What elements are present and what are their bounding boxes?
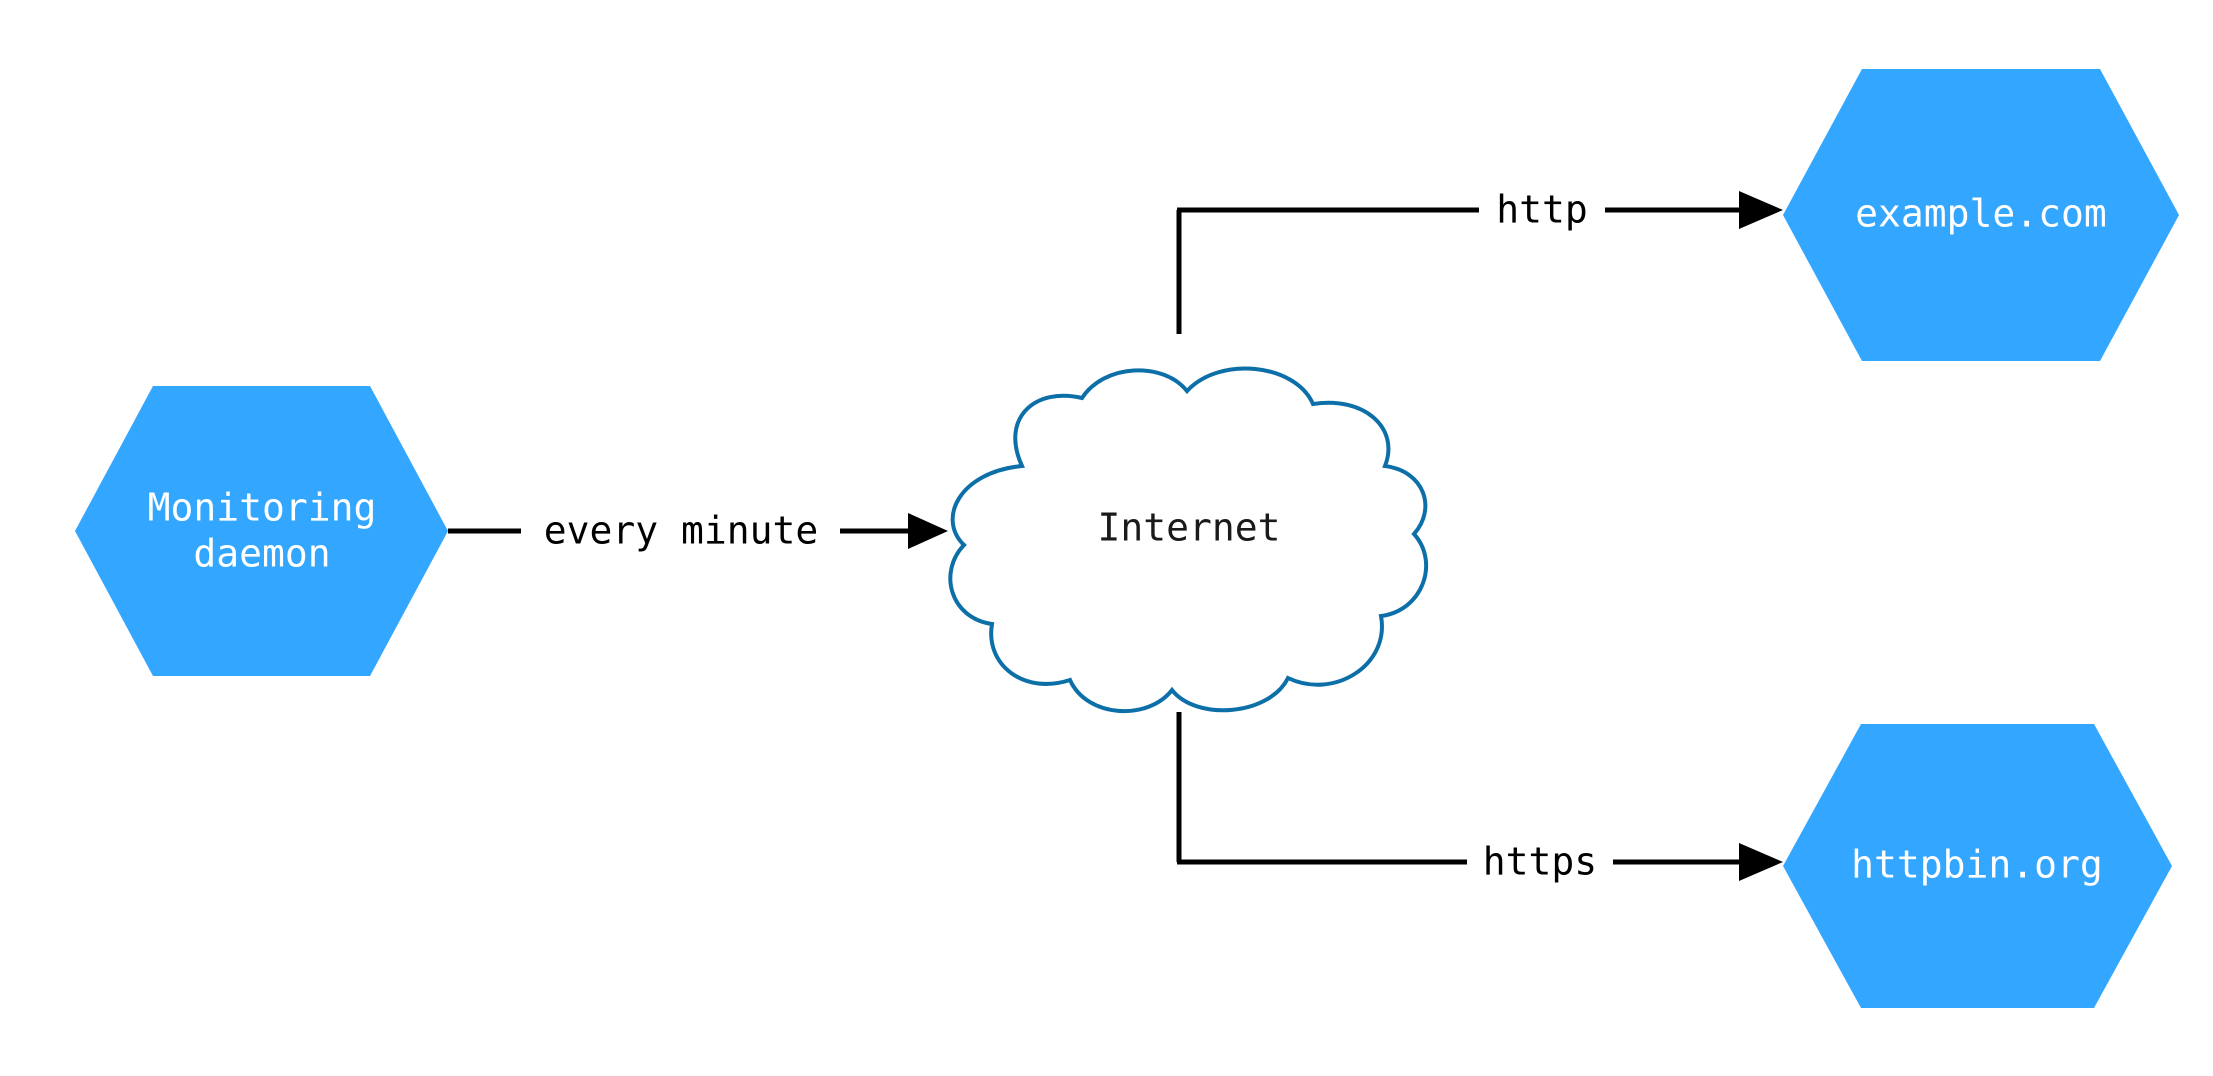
edge-internet-to-example-arrowhead bbox=[1739, 191, 1783, 229]
internet-cloud-shape[interactable] bbox=[948, 366, 1429, 713]
example-com-hexagon-shape[interactable] bbox=[1783, 69, 2179, 361]
edge-internet-to-httpbin-arrowhead bbox=[1739, 843, 1783, 881]
internet-label: Internet bbox=[1097, 506, 1280, 550]
edge-internet-to-httpbin: https bbox=[1176, 712, 1783, 884]
node-monitoring-daemon[interactable]: Monitoring daemon bbox=[75, 386, 448, 676]
edge-label-https: https bbox=[1483, 840, 1597, 884]
monitoring-daemon-hexagon-shape[interactable] bbox=[75, 386, 448, 676]
monitoring-daemon-label-line-1: Monitoring bbox=[148, 486, 377, 530]
httpbin-org-label: httpbin.org bbox=[1851, 843, 2103, 887]
httpbin-org-hexagon-shape[interactable] bbox=[1783, 724, 2172, 1008]
edge-daemon-to-internet: every minute bbox=[448, 509, 948, 553]
node-example-com[interactable]: example.com bbox=[1783, 69, 2179, 361]
monitoring-daemon-label-line-2: daemon bbox=[193, 532, 330, 576]
node-httpbin-org[interactable]: httpbin.org bbox=[1783, 724, 2172, 1008]
edge-label-http: http bbox=[1496, 188, 1588, 232]
node-internet[interactable]: Internet bbox=[948, 366, 1429, 713]
edge-internet-to-example: http bbox=[1176, 188, 1783, 334]
edge-label-every-minute: every minute bbox=[544, 509, 819, 553]
edge-daemon-to-internet-arrowhead bbox=[908, 513, 948, 549]
example-com-label: example.com bbox=[1855, 192, 2107, 236]
